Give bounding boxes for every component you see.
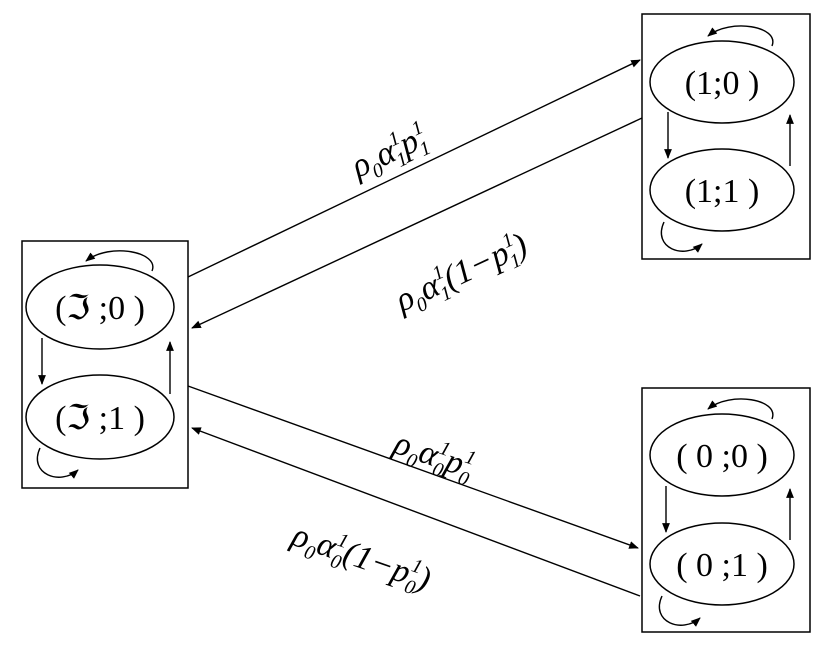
self-loop-i1 [36, 447, 79, 479]
self-loop-i0 [85, 250, 154, 272]
svg-text:ρ0α10p10: ρ0α10p10 [387, 422, 479, 490]
svg-text:ρ0α11(1−p11): ρ0α11(1−p11) [388, 224, 535, 324]
transition-i-to-1 [187, 59, 641, 278]
state-group-box-impaired [21, 240, 189, 489]
state-node-i1 [25, 374, 175, 460]
rate-label-0-to-i: ρ0α10(1−p10) [285, 514, 436, 603]
state-label-0-0: ( 0 ;0 ) [676, 438, 768, 475]
rate-label-1-to-i: ρ0α11(1−p11) [388, 224, 535, 324]
state-label-0-1: ( 0 ;1 ) [676, 547, 768, 584]
self-loop-1-1 [660, 221, 703, 253]
svg-text:ρ0α10(1−p10): ρ0α10(1−p10) [285, 514, 436, 603]
state-group-box-1 [641, 13, 811, 260]
rate-label-i-to-1: ρ0α11p11 [344, 117, 435, 190]
transition-0-to-i [191, 427, 641, 597]
self-loop-0-0 [707, 398, 774, 420]
svg-text:ρ0α11p11: ρ0α11p11 [344, 117, 434, 190]
state-label-1-1: (1;1 ) [685, 173, 760, 210]
self-loop-0-1 [658, 595, 701, 627]
transition-i-to-0 [187, 385, 639, 549]
state-label-1-0: (1;0 ) [685, 65, 760, 102]
rate-label-i-to-0: ρ0α10p10 [387, 422, 479, 490]
state-label-i1: (ℑ ;1 ) [55, 398, 145, 438]
state-label-i0: (ℑ ;0 ) [55, 288, 145, 328]
state-node-1-1 [649, 148, 795, 232]
state-node-i0 [25, 264, 175, 350]
state-node-0-1 [649, 522, 795, 606]
state-node-0-0 [649, 413, 795, 497]
state-group-box-0 [641, 387, 811, 633]
state-node-1-0 [649, 40, 795, 124]
self-loop-1-0 [707, 25, 774, 47]
transition-1-to-i [191, 117, 643, 329]
